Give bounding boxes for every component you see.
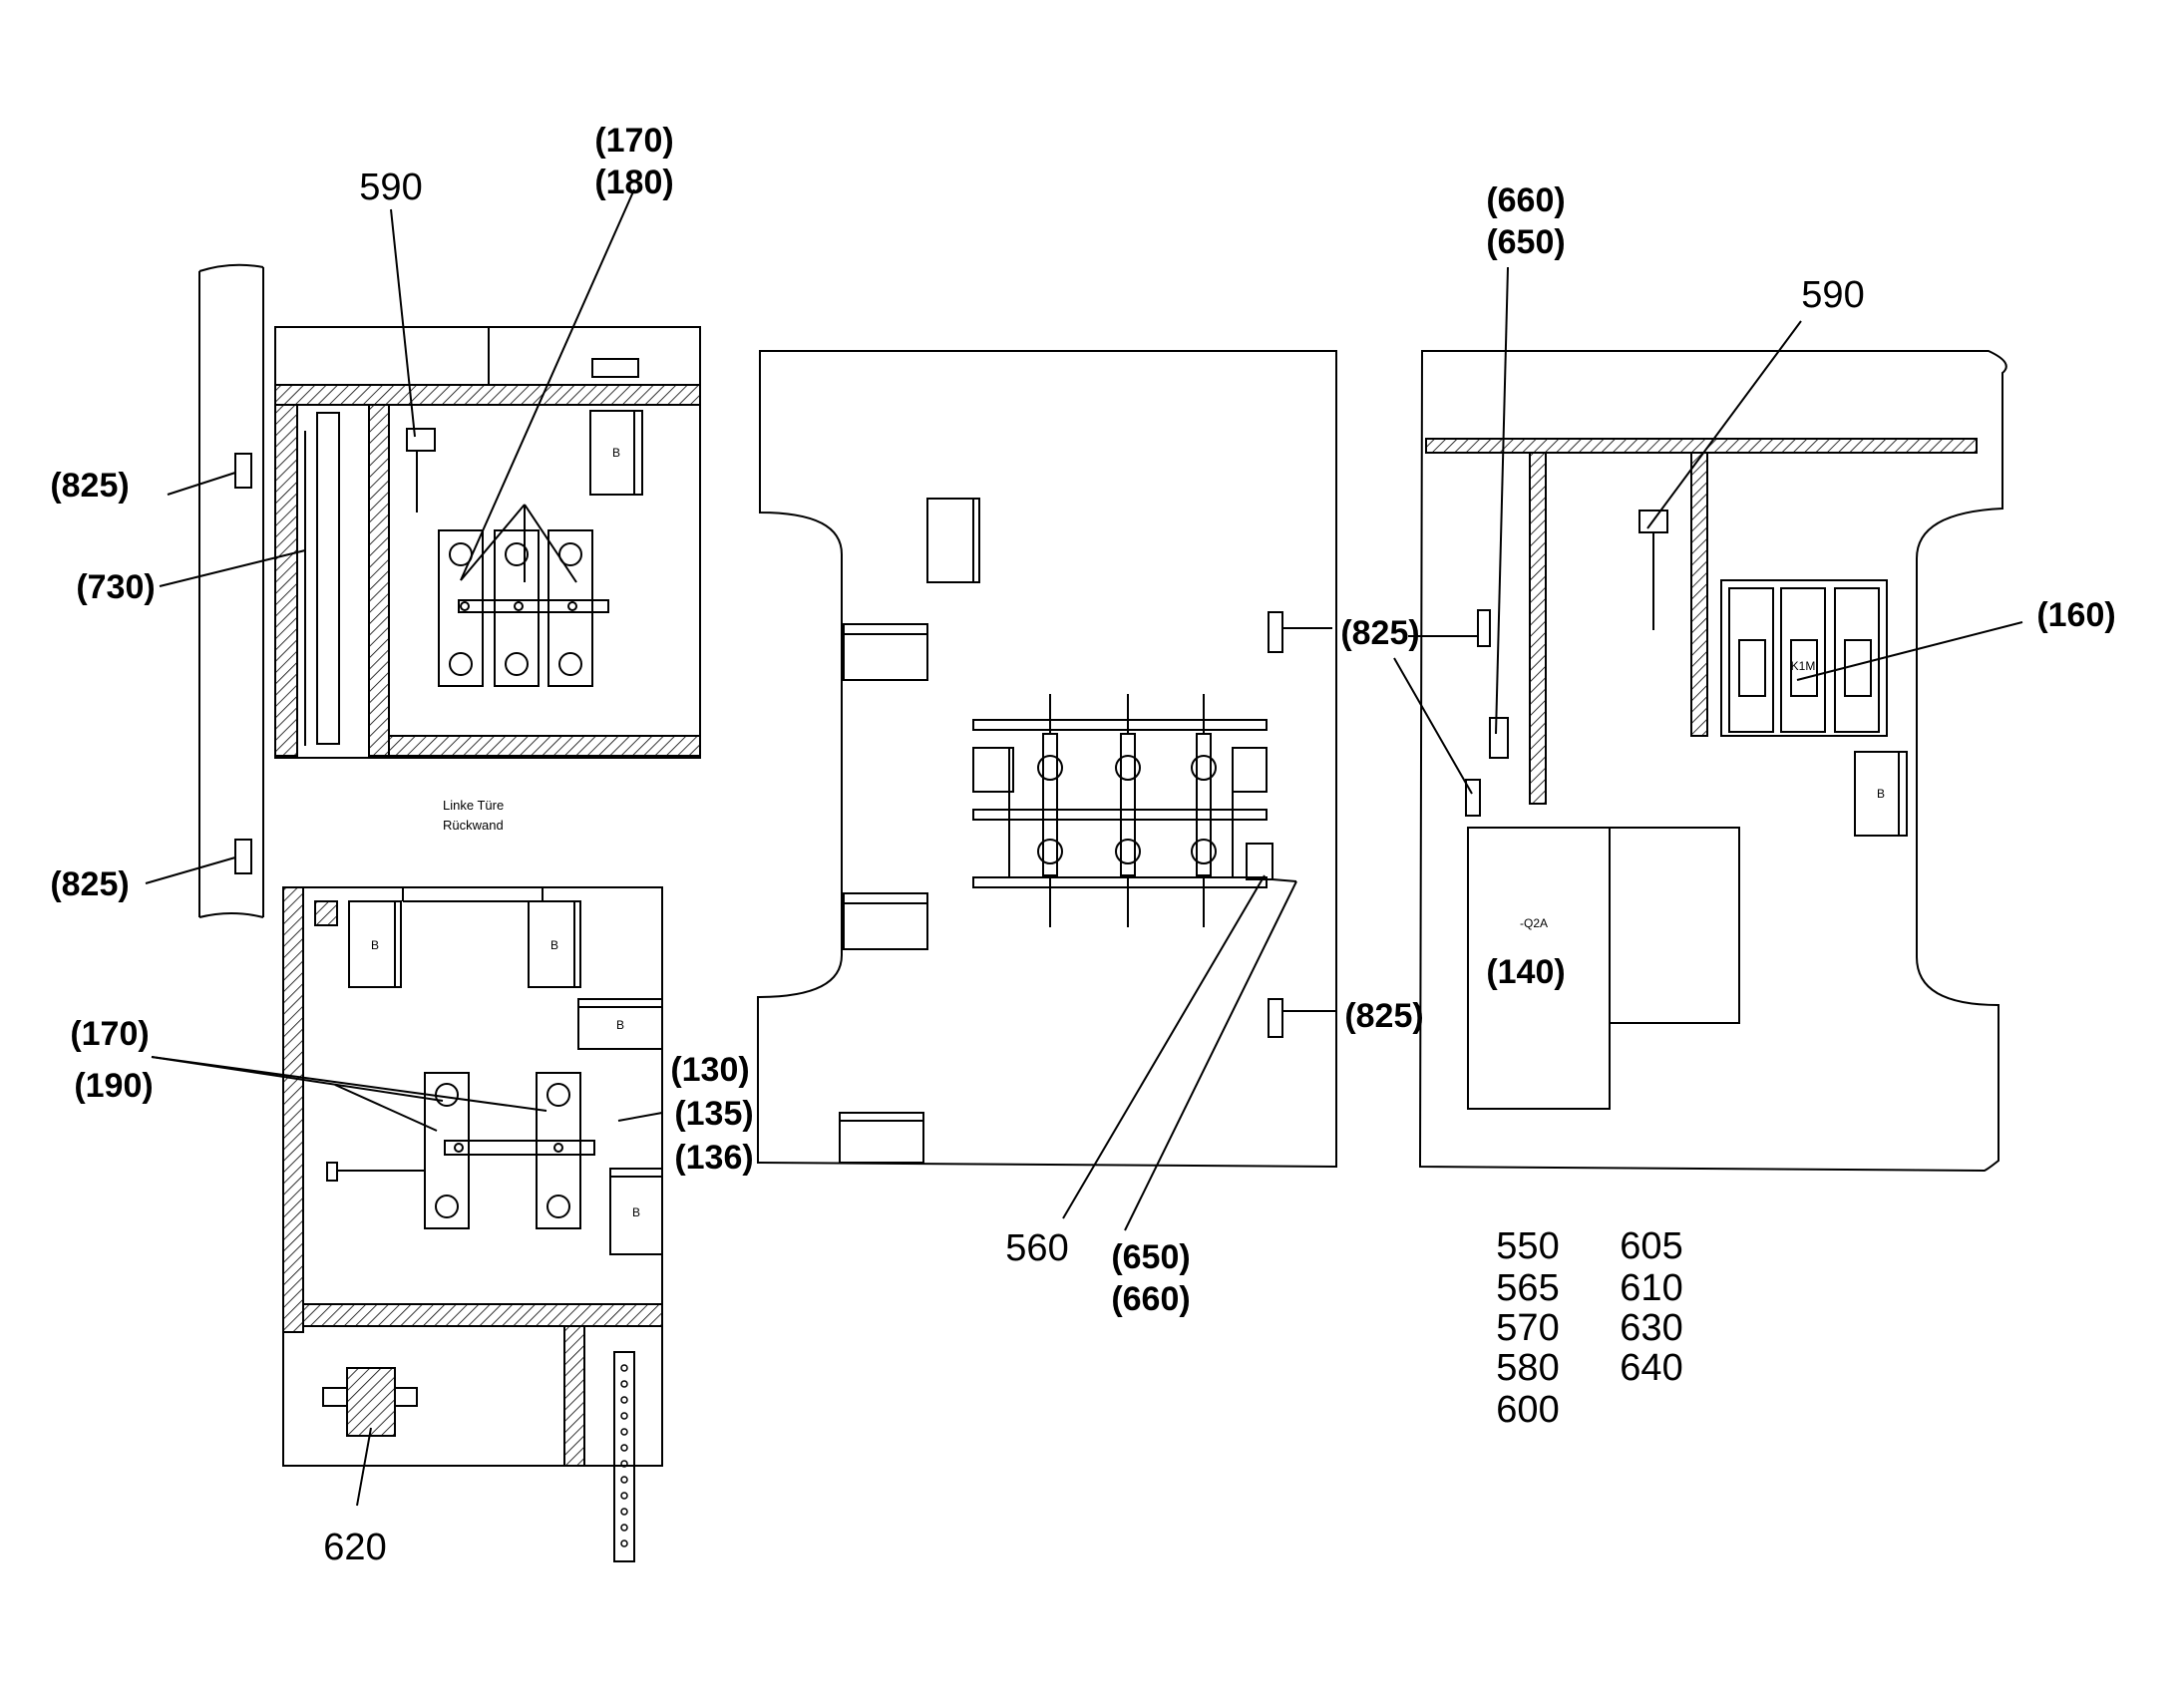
ref-660-bottom: (660) xyxy=(1111,1280,1190,1318)
middle-panel xyxy=(757,350,1337,1169)
ref-590-right: 590 xyxy=(1801,274,1864,316)
leader-lines xyxy=(145,188,2023,1507)
left-upper-panel xyxy=(274,326,701,759)
ref-620: 620 xyxy=(323,1527,386,1568)
parts-list-item: 605 xyxy=(1620,1225,1682,1267)
ref-135: (135) xyxy=(674,1095,753,1133)
ref-160: (160) xyxy=(2036,596,2115,634)
ref-136: (136) xyxy=(674,1139,753,1177)
door-hinge-upper xyxy=(234,453,252,489)
ref-180: (180) xyxy=(594,164,673,201)
b-device-label: B xyxy=(550,938,558,952)
ref-650-bottom: (650) xyxy=(1111,1238,1190,1276)
ref-130: (130) xyxy=(670,1051,749,1089)
panel-caption-line1: Linke Türe xyxy=(443,798,504,813)
ref-170-lower: (170) xyxy=(70,1015,149,1053)
ref-590-left: 590 xyxy=(359,167,422,208)
left-door-strip xyxy=(198,263,264,918)
door-hinge-lower xyxy=(234,839,252,874)
parts-list-item: 640 xyxy=(1620,1347,1682,1389)
ref-190: (190) xyxy=(74,1067,153,1105)
b-device-label: B xyxy=(616,1018,624,1032)
right-panel xyxy=(1418,350,2007,1173)
parts-list-item: 600 xyxy=(1496,1389,1559,1431)
parts-list-item: 570 xyxy=(1496,1307,1559,1349)
parts-list-item: 580 xyxy=(1496,1347,1559,1389)
b-device-label: B xyxy=(1877,787,1885,801)
terminal-strip-holes xyxy=(620,1364,628,1547)
ref-825-middle: (825) xyxy=(1340,614,1419,652)
b-device-label: B xyxy=(632,1205,640,1219)
q2a-label: -Q2A xyxy=(1520,916,1548,930)
ref-730: (730) xyxy=(76,568,155,606)
ref-170-top: (170) xyxy=(594,122,673,160)
ref-825-middle-lower: (825) xyxy=(1344,997,1423,1035)
b-device-label: B xyxy=(371,938,379,952)
ref-825-upper-left: (825) xyxy=(50,467,129,505)
ref-650-top: (650) xyxy=(1486,223,1565,261)
ref-660-top: (660) xyxy=(1486,181,1565,219)
ref-560: 560 xyxy=(1005,1227,1068,1269)
parts-list: 550 565 570 580 600 605 610 630 640 xyxy=(1496,1225,1682,1431)
k1m-label: K1M xyxy=(1791,659,1816,673)
b-device-label: B xyxy=(612,446,620,460)
parts-list-item: 565 xyxy=(1496,1267,1559,1309)
panel-caption-line2: Rückwand xyxy=(443,818,504,833)
parts-list-item: 630 xyxy=(1620,1307,1682,1349)
ref-140: (140) xyxy=(1486,953,1565,991)
left-lower-panel xyxy=(282,886,663,1562)
parts-list-item: 610 xyxy=(1620,1267,1682,1309)
ref-825-lower-left: (825) xyxy=(50,865,129,903)
parts-list-item: 550 xyxy=(1496,1225,1559,1267)
